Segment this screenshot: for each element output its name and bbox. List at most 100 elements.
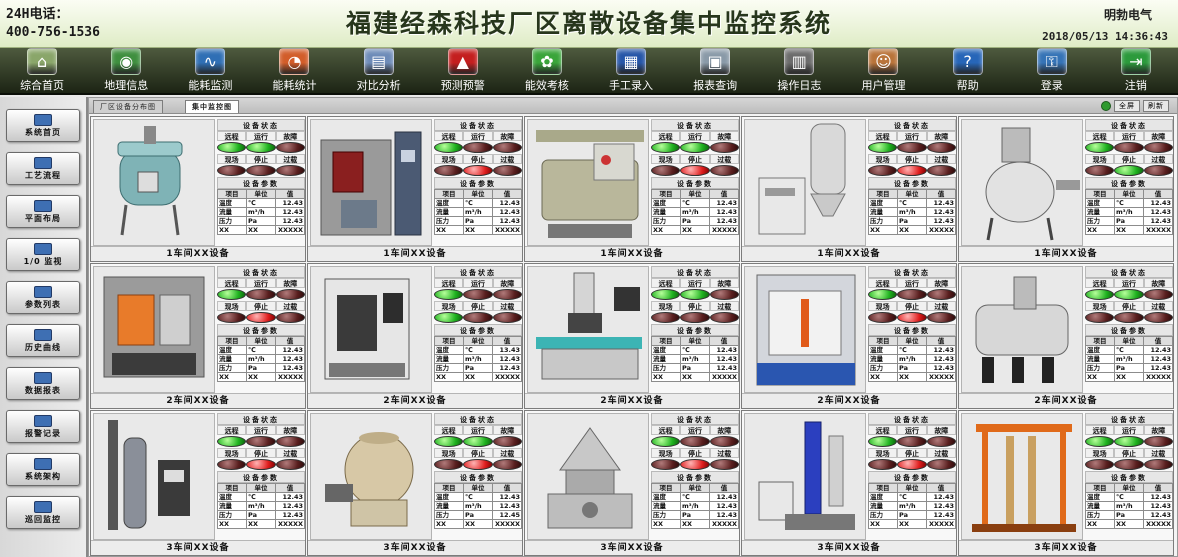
param-name: 温度 xyxy=(434,198,464,208)
status-led-icon xyxy=(651,312,681,323)
param-value: 12.43 xyxy=(1143,354,1173,364)
status-label: 远程 xyxy=(868,278,898,288)
status-label: 过载 xyxy=(275,154,305,164)
param-unit: Pa xyxy=(897,363,927,373)
param-name: 压力 xyxy=(1085,363,1115,373)
status-led-row xyxy=(651,458,739,471)
sidebar-item-4[interactable]: 参数列表 xyxy=(6,281,80,314)
status-label-row: 现场停止过载 xyxy=(434,448,522,458)
sidebar-item-1[interactable]: 工艺流程 xyxy=(6,152,80,185)
tab-central-monitor[interactable]: 集中监控图 xyxy=(185,100,239,113)
status-led-icon xyxy=(246,459,276,470)
param-name: 压力 xyxy=(217,363,247,373)
status-led-icon xyxy=(1114,312,1144,323)
nav-item-1[interactable]: ◉地理信息 xyxy=(90,48,162,93)
status-led-icon xyxy=(1085,165,1115,176)
status-led-icon xyxy=(897,142,927,153)
nav-item-0[interactable]: ⌂综合首页 xyxy=(6,48,78,93)
device-illustration xyxy=(94,267,214,392)
sidebar-item-5[interactable]: 历史曲线 xyxy=(6,324,80,357)
nav-item-12[interactable]: ⚿登录 xyxy=(1016,48,1088,93)
param-name: 压力 xyxy=(1085,510,1115,520)
param-unit: ℃ xyxy=(463,345,493,355)
nav-item-7[interactable]: ▦手工录入 xyxy=(595,48,667,93)
param-footer: XXXXX xyxy=(492,225,522,235)
sidebar-item-8[interactable]: 系统架构 xyxy=(6,453,80,486)
refresh-button[interactable]: 刷新 xyxy=(1143,100,1169,112)
param-unit: m³/h xyxy=(463,207,493,217)
nav-item-10[interactable]: ☺用户管理 xyxy=(847,48,919,93)
users-icon: ☺ xyxy=(868,48,899,75)
device-caption: 2车间XX设备 xyxy=(525,393,739,408)
params-header: 单位 xyxy=(680,189,710,199)
status-led-icon xyxy=(651,289,681,300)
sidebar-item-7[interactable]: 报警记录 xyxy=(6,410,80,443)
status-led-row xyxy=(651,141,739,154)
tab-factory-layout[interactable]: 厂区设备分布图 xyxy=(93,100,163,113)
status-led-row xyxy=(1085,435,1173,448)
nav-item-6[interactable]: ✿能效考核 xyxy=(511,48,583,93)
status-label: 过载 xyxy=(275,301,305,311)
sidebar-item-9[interactable]: 巡回监控 xyxy=(6,496,80,529)
param-value: 12.43 xyxy=(492,363,522,373)
nav-item-9[interactable]: ▥操作日志 xyxy=(763,48,835,93)
nav-item-3[interactable]: ◔能耗统计 xyxy=(258,48,330,93)
status-led-icon xyxy=(1085,289,1115,300)
status-led-row xyxy=(434,288,522,301)
sidebar-item-2[interactable]: 平面布局 xyxy=(6,195,80,228)
sidebar-item-6[interactable]: 数据报表 xyxy=(6,367,80,400)
nav-item-13[interactable]: ⇥注销 xyxy=(1100,48,1172,93)
nav-item-4[interactable]: ▤对比分析 xyxy=(343,48,415,93)
status-led-icon xyxy=(434,165,464,176)
nav-item-label: 地理信息 xyxy=(104,79,149,92)
params-title: 设备参数 xyxy=(1085,177,1173,189)
nav-item-label: 能耗监测 xyxy=(188,79,233,92)
param-footer: XXXXX xyxy=(709,372,739,382)
status-led-icon xyxy=(868,142,898,153)
sidebar-item-label: 平面布局 xyxy=(25,213,61,223)
device-caption: 2车间XX设备 xyxy=(91,393,305,408)
sidebar-item-0[interactable]: 系统首页 xyxy=(6,109,80,142)
status-led-row xyxy=(651,311,739,324)
fullscreen-button[interactable]: 全屏 xyxy=(1114,100,1140,112)
param-footer: XX xyxy=(463,519,493,529)
status-title: 设备状态 xyxy=(651,119,739,131)
nav-item-8[interactable]: ▣报表查询 xyxy=(679,48,751,93)
status-led-row xyxy=(434,164,522,177)
param-footer: XX xyxy=(868,519,898,529)
status-led-icon xyxy=(709,312,739,323)
param-value: 12.43 xyxy=(275,198,305,208)
nav-item-label: 注销 xyxy=(1124,79,1147,92)
params-header: 单位 xyxy=(246,336,276,346)
param-value: 12.43 xyxy=(926,345,956,355)
status-label: 运行 xyxy=(680,131,710,141)
nav-item-2[interactable]: ∿能耗监测 xyxy=(174,48,246,93)
sidebar-item-3[interactable]: 1/0 监视 xyxy=(6,238,80,271)
param-value: 12.43 xyxy=(1143,216,1173,226)
param-unit: m³/h xyxy=(463,501,493,511)
nav-item-5[interactable]: ▲预测预警 xyxy=(427,48,499,93)
device-caption: 1车间XX设备 xyxy=(91,246,305,261)
param-unit: Pa xyxy=(1114,510,1144,520)
nav-item-11[interactable]: ?帮助 xyxy=(932,48,1004,93)
status-title: 设备状态 xyxy=(651,266,739,278)
